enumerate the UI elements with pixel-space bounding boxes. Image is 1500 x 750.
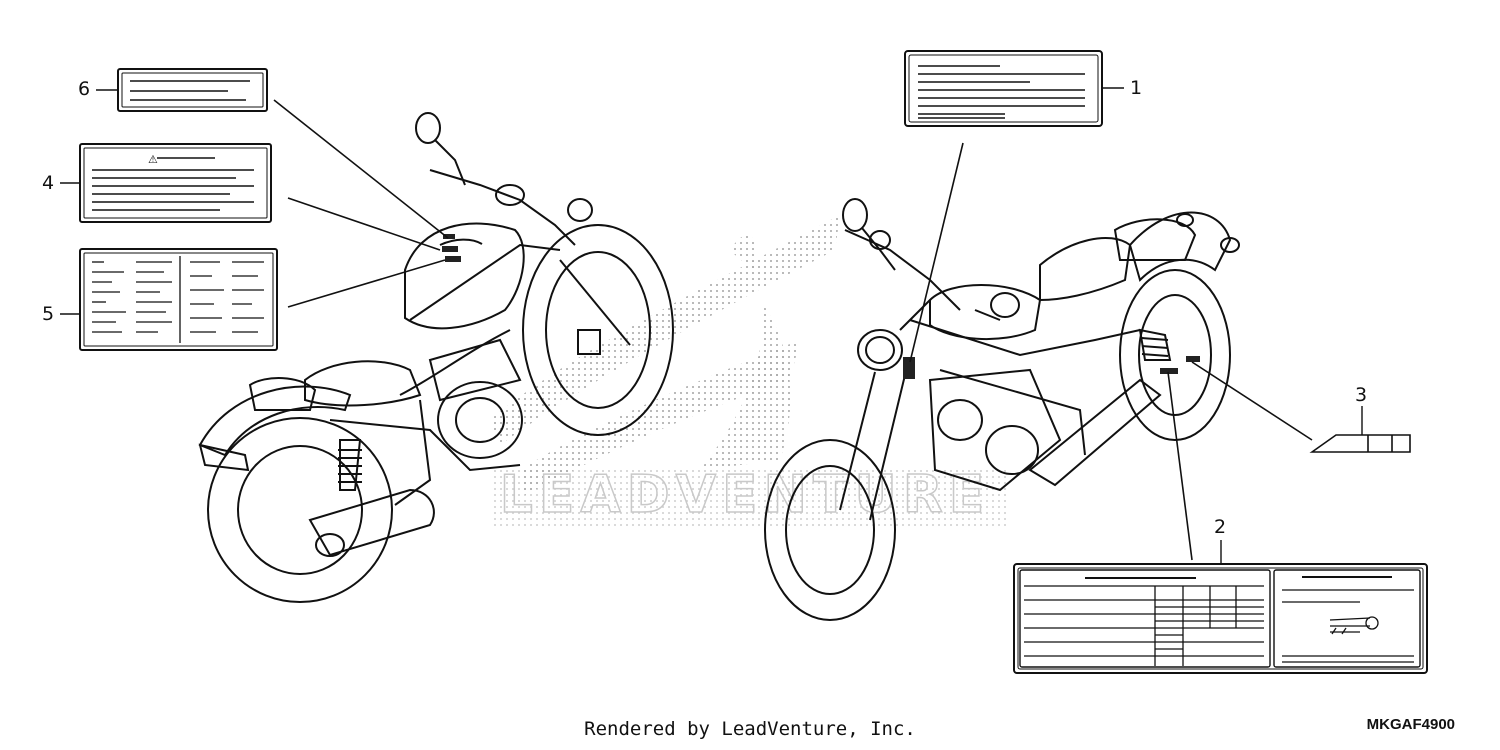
exhaust (308, 488, 435, 557)
fuel-tank-right (929, 284, 1042, 340)
rear-wheel (207, 417, 393, 603)
headlight (857, 329, 903, 371)
front-wheel (522, 224, 674, 436)
callout-6: 6 (78, 78, 91, 100)
callout-4: 4 (42, 172, 55, 194)
mirror (415, 112, 441, 144)
front-wheel-right (764, 439, 896, 621)
label-5 (79, 248, 278, 351)
engine-right (928, 368, 1062, 492)
watermark-text: LEADVENTURE (500, 465, 991, 525)
seat-right (1039, 237, 1132, 302)
left-motorcycle (198, 112, 674, 603)
label-2 (1013, 563, 1428, 674)
fuel-tank (404, 222, 525, 330)
right-motorcycle (764, 198, 1240, 621)
rear-wheel-right (1119, 269, 1231, 441)
label-3 (1309, 434, 1411, 453)
label-4 (79, 143, 272, 223)
label-6 (117, 68, 268, 112)
rendered-by-footer: Rendered by LeadVenture, Inc. (584, 718, 916, 740)
leader-lines (273, 99, 1313, 561)
mirror-right (842, 198, 868, 232)
callout-2: 2 (1214, 516, 1227, 538)
label-1 (904, 50, 1103, 127)
rear-fender (198, 385, 352, 457)
warning-icon: ⚠ (148, 153, 158, 166)
callout-3: 3 (1355, 384, 1368, 406)
diagram-code: MKGAF4900 (1366, 716, 1455, 733)
callout-5: 5 (42, 303, 55, 325)
engine (437, 381, 523, 459)
callout-1: 1 (1130, 77, 1143, 99)
seat (304, 360, 422, 407)
watermark-logo (490, 215, 1010, 530)
